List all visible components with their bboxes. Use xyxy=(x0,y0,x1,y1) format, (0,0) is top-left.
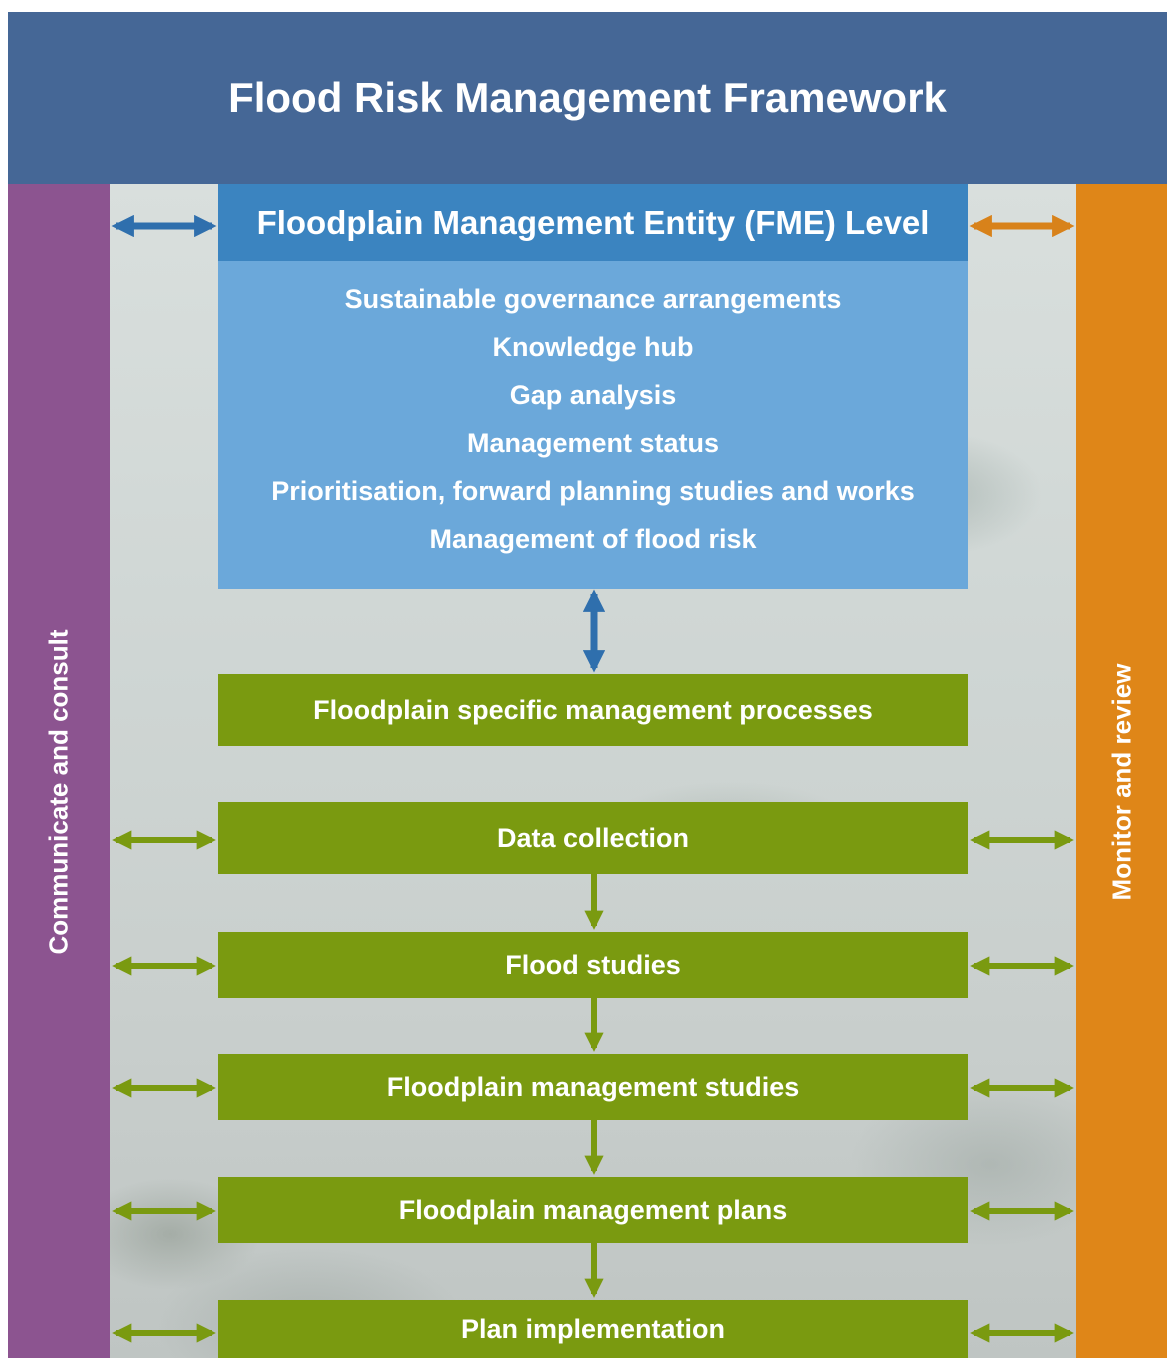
fme-level-body: Sustainable governance arrangements Know… xyxy=(218,261,968,589)
monitor-review-label: Monitor and review xyxy=(1106,663,1136,901)
monitor-review-bar: Monitor and review xyxy=(1076,184,1167,1358)
fme-item: Management status xyxy=(466,428,720,458)
step-box-plan-implementation: Plan implementation xyxy=(218,1300,968,1358)
fme-level-title: Floodplain Management Entity (FME) Level xyxy=(218,184,968,261)
step-box-data-collection: Data collection xyxy=(218,802,968,874)
step-box-floodplain-management-plans: Floodplain management plans xyxy=(218,1177,968,1243)
step-box-floodplain-management-studies: Floodplain management studies xyxy=(218,1054,968,1120)
fme-item: Gap analysis xyxy=(509,380,677,410)
page-title: Flood Risk Management Framework xyxy=(8,12,1167,184)
communicate-consult-bar: Communicate and consult xyxy=(8,184,110,1358)
processes-box: Floodplain specific management processes xyxy=(218,674,968,746)
step-box-flood-studies: Flood studies xyxy=(218,932,968,998)
communicate-consult-label: Communicate and consult xyxy=(43,629,74,955)
fme-item: Prioritisation, forward planning studies… xyxy=(271,476,915,506)
fme-item: Management of flood risk xyxy=(429,524,757,554)
fme-item: Knowledge hub xyxy=(492,332,694,362)
fme-item: Sustainable governance arrangements xyxy=(344,284,842,314)
